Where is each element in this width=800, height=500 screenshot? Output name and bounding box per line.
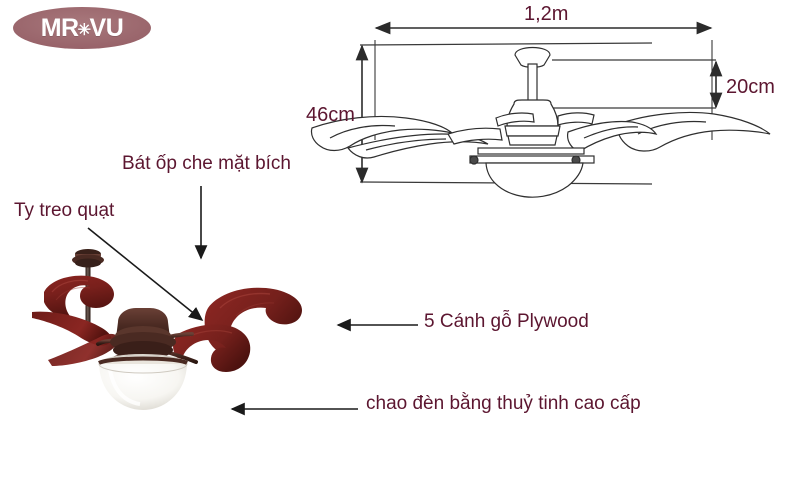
star-icon: ✳: [77, 22, 91, 39]
callout-label-blades: 5 Cánh gỗ Plywood: [424, 311, 589, 332]
fan-light-shade: [98, 354, 188, 410]
fan-line-drawing: [310, 46, 771, 198]
callout-label-canopy: Bát ốp che mặt bích: [122, 153, 291, 174]
fan-blade-lower-right: [173, 324, 251, 372]
technical-drawing: [310, 21, 771, 198]
fan-shade-ring: [98, 356, 188, 365]
dimension-label-depth: 20cm: [726, 76, 775, 98]
dimension-label-width: 1,2m: [524, 3, 569, 25]
logo-text-left: MR: [40, 13, 79, 42]
fan-blade-left: [32, 311, 112, 346]
fan-motor-housing: [110, 308, 176, 362]
fan-blade-upper-left: [44, 275, 114, 317]
brand-logo: MR✳VU: [12, 6, 152, 54]
fan-blade-upper-right: [204, 287, 302, 356]
product-photo-ceiling-fan: [32, 249, 302, 410]
dimension-label-height: 46cm: [306, 104, 355, 126]
logo-ellipse-shape: [13, 7, 151, 49]
logo-text-right: VU: [89, 13, 124, 42]
callout-label-shade: chao đèn bằng thuỷ tinh cao cấp: [366, 393, 641, 414]
fan-canopy: [72, 249, 104, 268]
callout-label-downrod: Ty treo quạt: [14, 200, 115, 221]
logo-wordmark: MR✳VU: [12, 6, 152, 50]
